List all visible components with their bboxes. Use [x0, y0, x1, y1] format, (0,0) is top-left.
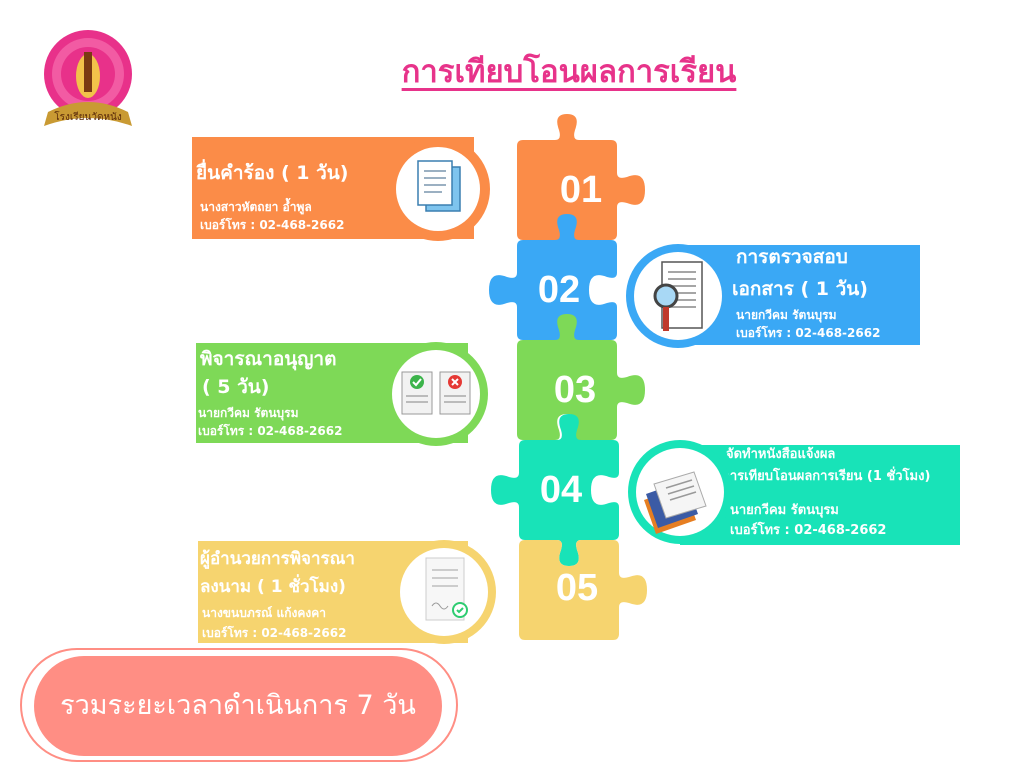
- step-01-title: ยื่นคำร้อง ( 1 วัน): [196, 162, 349, 184]
- puzzle-piece-04: 04: [491, 414, 619, 566]
- step-05-title-line2: ลงนาม ( 1 ชั่วโมง): [200, 577, 346, 597]
- step-01-phone: เบอร์โทร : 02-468-2662: [200, 218, 345, 232]
- step-04-phone: เบอร์โทร : 02-468-2662: [730, 523, 887, 538]
- signed-document-icon: [425, 557, 468, 621]
- step-03-person: นายกวีคม รัตนบุรม: [198, 406, 299, 420]
- step-04-icon-circle: [628, 440, 732, 544]
- magnifier-document-icon: [653, 261, 703, 331]
- total-duration-banner: รวมระยะเวลาดำเนินการ 7 วัน: [34, 656, 442, 756]
- school-logo: โรงเรียนวัดหนัง: [34, 22, 142, 134]
- step-03-number: 03: [553, 369, 597, 411]
- step-02-number: 02: [537, 269, 581, 311]
- puzzle-piece-03: 03: [517, 314, 645, 440]
- step-01-icon-circle: [386, 137, 490, 241]
- puzzle-piece-01: 01: [517, 114, 645, 266]
- approve-reject-icon: [401, 371, 471, 415]
- step-05-number: 05: [555, 567, 599, 609]
- step-04-number: 04: [539, 469, 583, 511]
- puzzle-piece-02: 02: [489, 214, 617, 340]
- step-05-icon-circle: [392, 540, 496, 644]
- step-05-person: นางขนบภรณ์ แก้งคงคา: [202, 606, 327, 620]
- step-03-title-line2: ( 5 วัน): [202, 376, 270, 398]
- page-title: การเทียบโอนผลการเรียน: [401, 54, 737, 90]
- step-03-icon-circle: [384, 342, 488, 446]
- step-05-title-line1: ผู้อำนวยการพิจารณา: [200, 549, 355, 569]
- step-04-title-line1: จัดทำหนังสือแจ้งผล: [726, 447, 836, 462]
- step-01-number: 01: [559, 169, 603, 211]
- summary-outline: [20, 648, 458, 762]
- puzzle-piece-05: 05: [519, 540, 647, 640]
- step-02-title-line2: เอกสาร ( 1 วัน): [732, 278, 868, 300]
- document-copy-icon: [417, 160, 461, 212]
- step-01-person: นางสาวหัตถยา อ้ำพูล: [200, 200, 312, 214]
- logo-text: โรงเรียนวัดหนัง: [54, 110, 122, 123]
- step-03-phone: เบอร์โทร : 02-468-2662: [198, 424, 343, 438]
- step-04-title-line2: การเทียบโอนผลการเรียน (1 ชั่วโมง): [722, 469, 931, 484]
- step-02-title-line1: การตรวจสอบ: [736, 246, 848, 268]
- step-02-person: นายกวีคม รัตนบุรม: [736, 308, 837, 322]
- step-04-person: นายกวีคม รัตนบุรม: [730, 503, 839, 518]
- step-02-icon-circle: [626, 244, 730, 348]
- papers-stack-icon: [644, 471, 707, 534]
- step-03-title-line1: พิจารณาอนุญาต: [200, 348, 337, 370]
- step-05-phone: เบอร์โทร : 02-468-2662: [202, 626, 347, 640]
- step-02-phone: เบอร์โทร : 02-468-2662: [736, 326, 881, 340]
